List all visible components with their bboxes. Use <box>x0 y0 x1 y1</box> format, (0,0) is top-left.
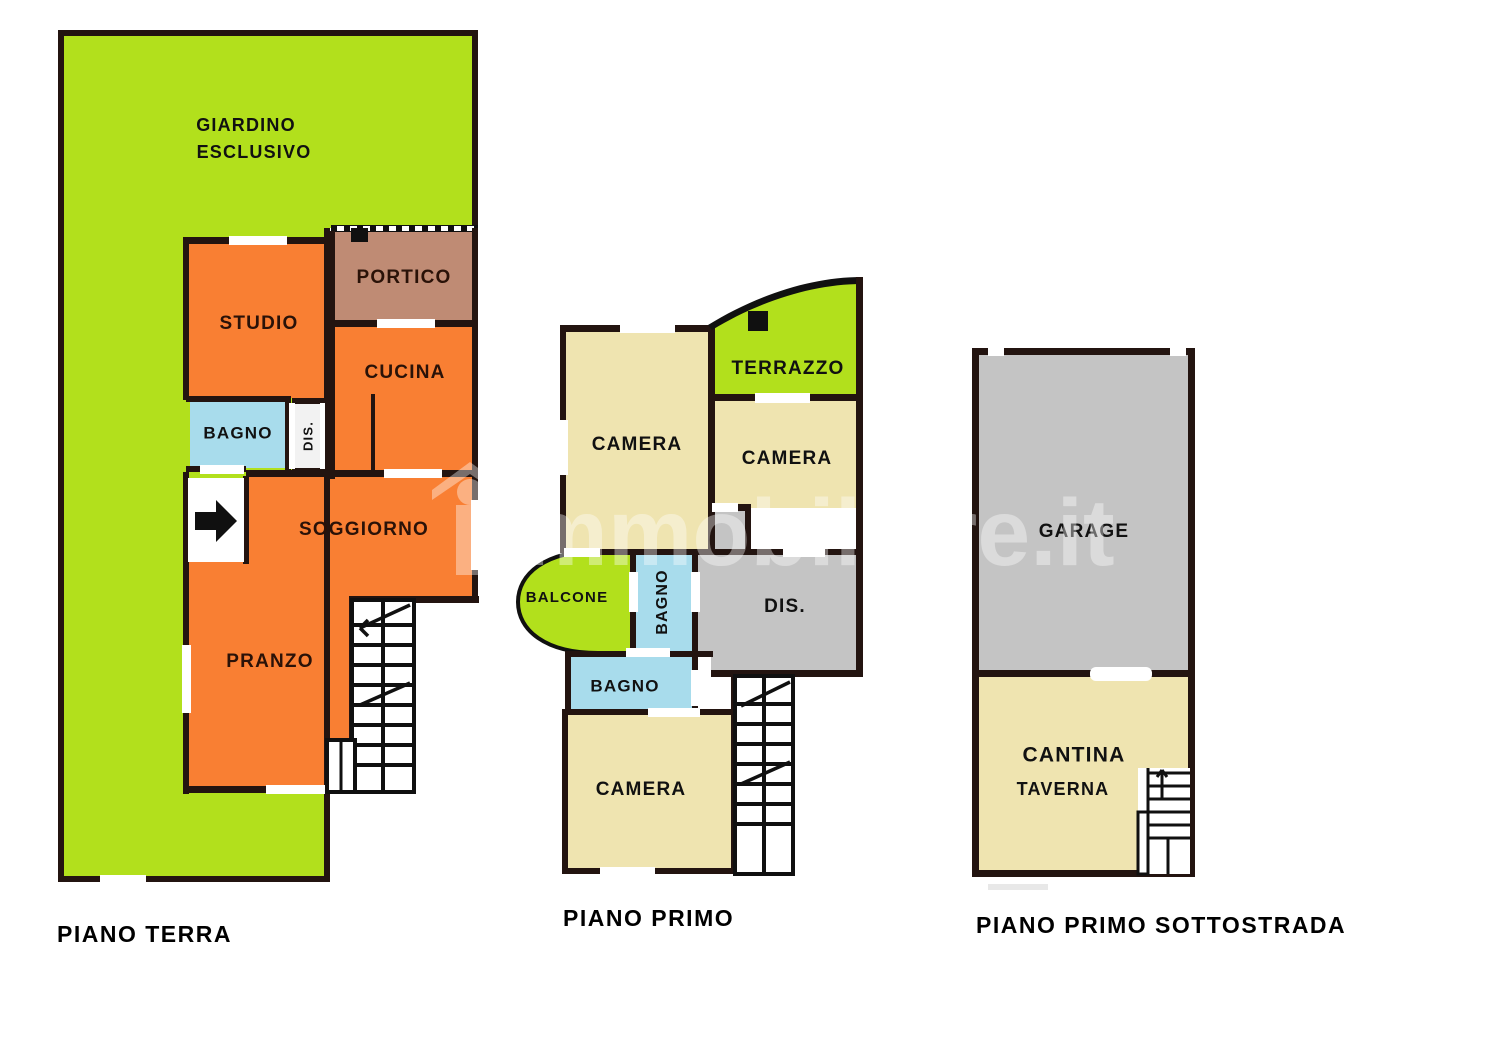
room-cucina-fill <box>331 327 478 475</box>
staircase-landing <box>325 738 357 794</box>
label-portico: PORTICO <box>357 267 452 288</box>
staircase-sottostrada <box>1136 768 1190 876</box>
label-giardino-line1: GIARDINO <box>196 115 296 135</box>
label-dis-primo: DIS. <box>764 596 806 617</box>
label-bagno-ground: BAGNO <box>203 423 272 442</box>
floor-title-piano-terra: PIANO TERRA <box>57 921 232 947</box>
room-camera3-fill <box>565 713 733 873</box>
floor-piano-terra: DIS. <box>57 30 480 947</box>
watermark-immobiliare: immobiliare.it <box>432 462 1115 586</box>
entrance-arrow-icon <box>188 478 244 562</box>
room-bagno-fill <box>190 400 288 468</box>
room-bagno1-fill <box>633 553 695 651</box>
label-camera-1: CAMERA <box>592 434 683 455</box>
piano-terra-walls <box>58 30 478 882</box>
portico-dashed-edge <box>331 225 478 242</box>
label-garage: GARAGE <box>1039 521 1130 542</box>
floor-piano-primo: CAMERA TERRAZZO CAMERA BALCONE BAGNO BAG… <box>515 277 863 931</box>
piano-terra-openings <box>100 236 480 884</box>
hall-stub-fill <box>711 508 747 552</box>
room-disimpegno-ground: DIS. <box>289 398 325 474</box>
staircase-piano-primo <box>733 674 795 876</box>
label-cantina-line1: CANTINA <box>1023 744 1126 767</box>
label-dis-ground: DIS. <box>300 421 315 451</box>
floor-title-sottostrada: PIANO PRIMO SOTTOSTRADA <box>976 912 1346 938</box>
room-soggiorno-pranzo-fill <box>186 476 478 790</box>
label-balcone: BALCONE <box>526 589 609 606</box>
label-cucina: CUCINA <box>364 362 445 383</box>
room-camera2-fill <box>711 400 862 508</box>
label-camera-3: CAMERA <box>596 779 687 800</box>
floor-piano-primo-sottostrada: GARAGE CANTINA TAVERNA PIANO PRIMO SOTTO… <box>972 347 1346 938</box>
giardino-lower-fill <box>186 790 330 882</box>
sottostrada-openings <box>988 347 1186 890</box>
piano-primo-openings <box>559 324 825 876</box>
label-giardino-line2: ESCLUSIVO <box>197 142 312 162</box>
terrazzo-pillar-marker <box>748 311 768 331</box>
portico-pillar-marker <box>351 228 368 242</box>
label-camera-2: CAMERA <box>742 448 833 469</box>
room-portico-fill <box>331 231 478 325</box>
label-pranzo: PRANZO <box>226 651 313 672</box>
room-studio-fill <box>186 243 331 398</box>
label-bagno-2: BAGNO <box>590 676 659 695</box>
room-camera1-fill <box>563 330 711 552</box>
room-bagno2-fill <box>568 655 695 713</box>
label-bagno-1: BAGNO <box>654 569 671 635</box>
sottostrada-walls <box>972 348 1195 877</box>
label-soggiorno: SOGGIORNO <box>299 519 429 540</box>
watermark-text: immobiliare.it <box>497 480 1115 586</box>
watermark-logo-icon <box>432 462 508 575</box>
room-garage-fill <box>976 352 1191 674</box>
floor-title-piano-primo: PIANO PRIMO <box>563 905 734 931</box>
room-dis-primo-fill <box>711 552 862 674</box>
label-studio: STUDIO <box>220 313 299 334</box>
label-terrazzo: TERRAZZO <box>731 358 844 379</box>
label-cantina-line2: TAVERNA <box>1017 779 1110 799</box>
staircase-piano-terra <box>325 598 416 794</box>
